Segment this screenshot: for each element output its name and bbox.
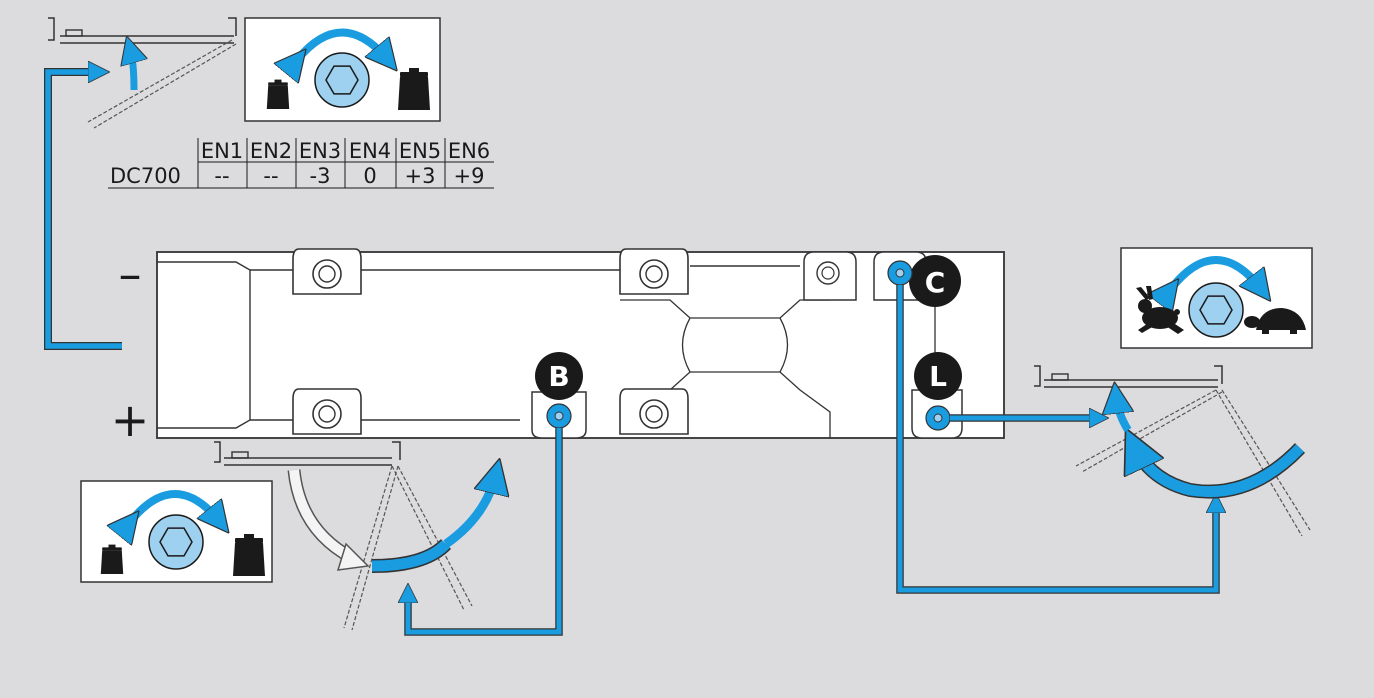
mounting-hole-top-1 bbox=[292, 248, 362, 295]
weight-small-icon bbox=[266, 79, 290, 109]
weight-small-icon bbox=[100, 544, 124, 574]
plus-sign: + bbox=[111, 393, 150, 447]
table-header-en1: EN1 bbox=[201, 139, 243, 163]
hex-screw-icon bbox=[314, 52, 370, 108]
connector-minus-to-top-door bbox=[44, 68, 122, 350]
table-cell-en2: -- bbox=[263, 164, 278, 188]
table-cell-en1: -- bbox=[214, 164, 229, 188]
weight-large-icon bbox=[398, 68, 430, 110]
table-cell-en4: 0 bbox=[363, 164, 376, 188]
valve-c-label: C bbox=[925, 266, 946, 299]
hex-screw-icon bbox=[148, 514, 204, 570]
closing-speed-icon-box bbox=[1120, 247, 1313, 349]
table-cell-en6: +9 bbox=[454, 164, 485, 188]
table-row-label: DC700 bbox=[110, 164, 181, 188]
mounting-hole-bottom-1 bbox=[292, 388, 362, 435]
valve-l[interactable]: L bbox=[914, 352, 962, 431]
hex-screw-icon bbox=[1188, 282, 1244, 338]
right-door-sketch bbox=[1034, 365, 1311, 537]
closing-force-icon-box-top bbox=[244, 17, 441, 122]
weight-large-icon bbox=[233, 534, 265, 576]
top-left-door-sketch bbox=[48, 17, 237, 129]
table-header-en6: EN6 bbox=[448, 139, 490, 163]
door-closer-body bbox=[156, 248, 1005, 439]
rabbit-icon bbox=[1136, 286, 1184, 334]
turtle-icon bbox=[1244, 308, 1306, 334]
valve-b-label: B bbox=[548, 360, 569, 393]
table-cell-en5: +3 bbox=[405, 164, 436, 188]
valve-l-label: L bbox=[929, 360, 947, 393]
bottom-door-sketch bbox=[214, 441, 496, 631]
valve-b[interactable]: B bbox=[535, 352, 583, 429]
table-cell-en3: -3 bbox=[310, 164, 331, 188]
closing-force-icon-box-bottom bbox=[80, 480, 273, 583]
table-header-en2: EN2 bbox=[250, 139, 292, 163]
valve-c[interactable]: C bbox=[887, 255, 961, 307]
table-header-en4: EN4 bbox=[349, 139, 391, 163]
connector-valve-b bbox=[404, 428, 563, 636]
minus-sign: – bbox=[119, 247, 142, 301]
table-header-en5: EN5 bbox=[399, 139, 441, 163]
table-header-en3: EN3 bbox=[299, 139, 341, 163]
mounting-hole-top-2 bbox=[619, 248, 689, 295]
adjustment-table: EN1 EN2 EN3 EN4 EN5 EN6 DC700 -- -- -3 0… bbox=[108, 138, 494, 189]
mounting-hole-bottom-2 bbox=[619, 388, 689, 435]
